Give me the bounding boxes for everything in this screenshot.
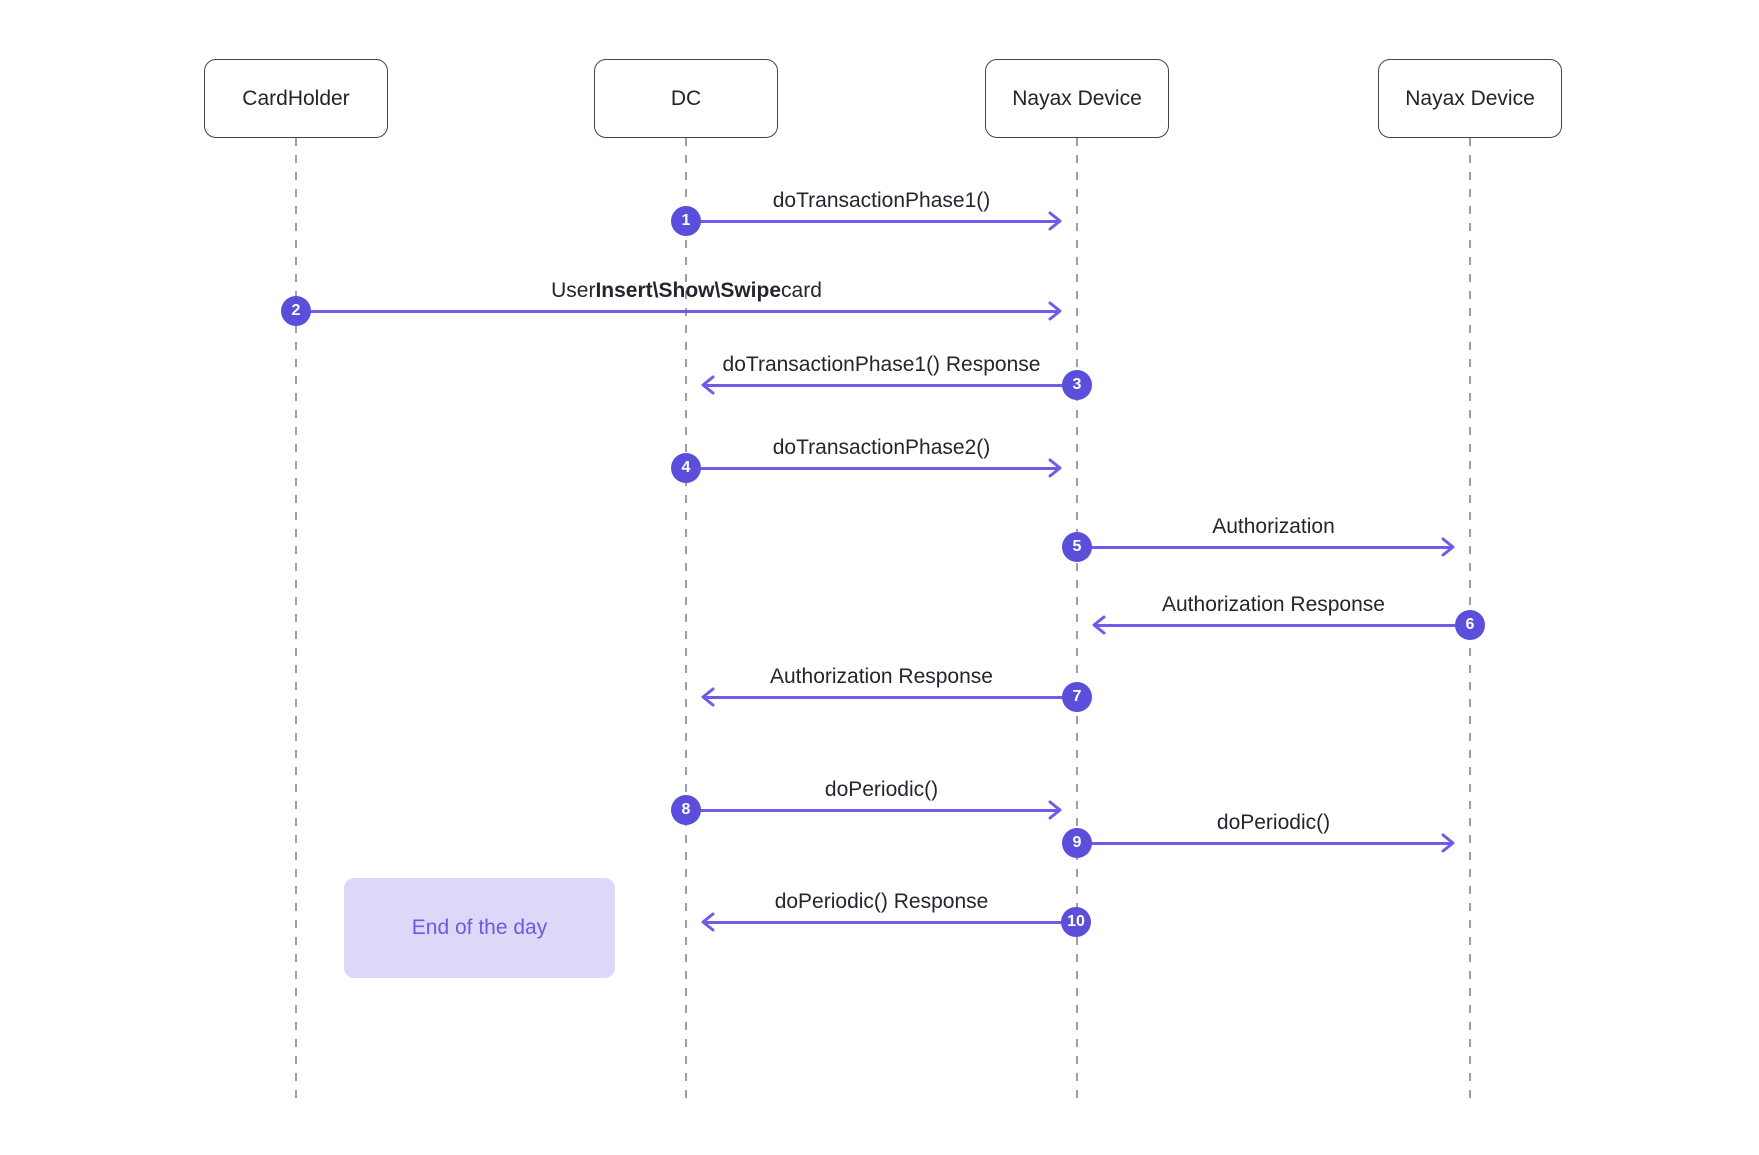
arrowhead-right-icon xyxy=(1048,800,1062,820)
arrowhead-left-icon xyxy=(1092,615,1106,635)
message-label: doPeriodic() xyxy=(1216,811,1331,834)
arrowhead-right-icon xyxy=(1441,537,1455,557)
message-line xyxy=(310,310,1060,313)
message-label: doTransactionPhase2() xyxy=(772,436,991,459)
message-label: doPeriodic() Response xyxy=(774,890,989,913)
arrowhead-left-icon xyxy=(701,375,715,395)
message-line xyxy=(1091,546,1453,549)
step-badge: 3 xyxy=(1062,370,1092,400)
step-badge: 6 xyxy=(1455,610,1485,640)
actor-label: CardHolder xyxy=(242,86,350,110)
actor-nayax-device-2: Nayax Device xyxy=(1378,59,1562,138)
actor-label: Nayax Device xyxy=(1405,86,1535,110)
step-badge: 9 xyxy=(1062,828,1092,858)
arrowhead-right-icon xyxy=(1048,458,1062,478)
step-badge: 7 xyxy=(1062,682,1092,712)
label-part: card xyxy=(781,279,822,302)
arrowhead-right-icon xyxy=(1048,301,1062,321)
message-line xyxy=(700,220,1060,223)
step-badge: 4 xyxy=(671,453,701,483)
message-label: Authorization Response xyxy=(770,665,993,688)
arrowhead-left-icon xyxy=(701,912,715,932)
note-end-of-day: End of the day xyxy=(344,878,615,978)
message-line xyxy=(1094,624,1456,627)
arrowhead-left-icon xyxy=(701,687,715,707)
lifeline-cardholder xyxy=(295,138,297,1100)
message-line xyxy=(703,696,1063,699)
actor-label: DC xyxy=(670,86,702,110)
label-part: User xyxy=(551,279,596,302)
message-line xyxy=(700,809,1060,812)
note-label: End of the day xyxy=(411,916,548,939)
step-badge: 1 xyxy=(671,206,701,236)
message-label: doTransactionPhase1() Response xyxy=(722,353,1041,376)
message-line xyxy=(703,384,1063,387)
arrowhead-right-icon xyxy=(1441,833,1455,853)
actor-cardholder: CardHolder xyxy=(204,59,388,138)
message-label: Authorization xyxy=(1212,515,1335,538)
actor-label: Nayax Device xyxy=(1012,86,1142,110)
message-label: doPeriodic() xyxy=(824,778,939,801)
message-line xyxy=(700,467,1060,470)
message-label: doTransactionPhase1() xyxy=(772,189,991,212)
step-badge: 10 xyxy=(1061,907,1091,937)
actor-dc: DC xyxy=(594,59,778,138)
step-badge: 5 xyxy=(1062,532,1092,562)
step-badge: 8 xyxy=(671,795,701,825)
label-part-bold: Insert\Show\Swipe xyxy=(595,279,782,302)
message-label: Authorization Response xyxy=(1162,593,1385,616)
lifeline-dc xyxy=(685,138,687,1100)
message-label: User Insert\Show\Swipe card xyxy=(326,275,1047,303)
arrowhead-right-icon xyxy=(1048,211,1062,231)
message-line xyxy=(703,921,1063,924)
message-line xyxy=(1091,842,1453,845)
step-badge: 2 xyxy=(281,296,311,326)
actor-nayax-device-1: Nayax Device xyxy=(985,59,1169,138)
lifeline-nayax-device-1 xyxy=(1076,138,1078,1100)
